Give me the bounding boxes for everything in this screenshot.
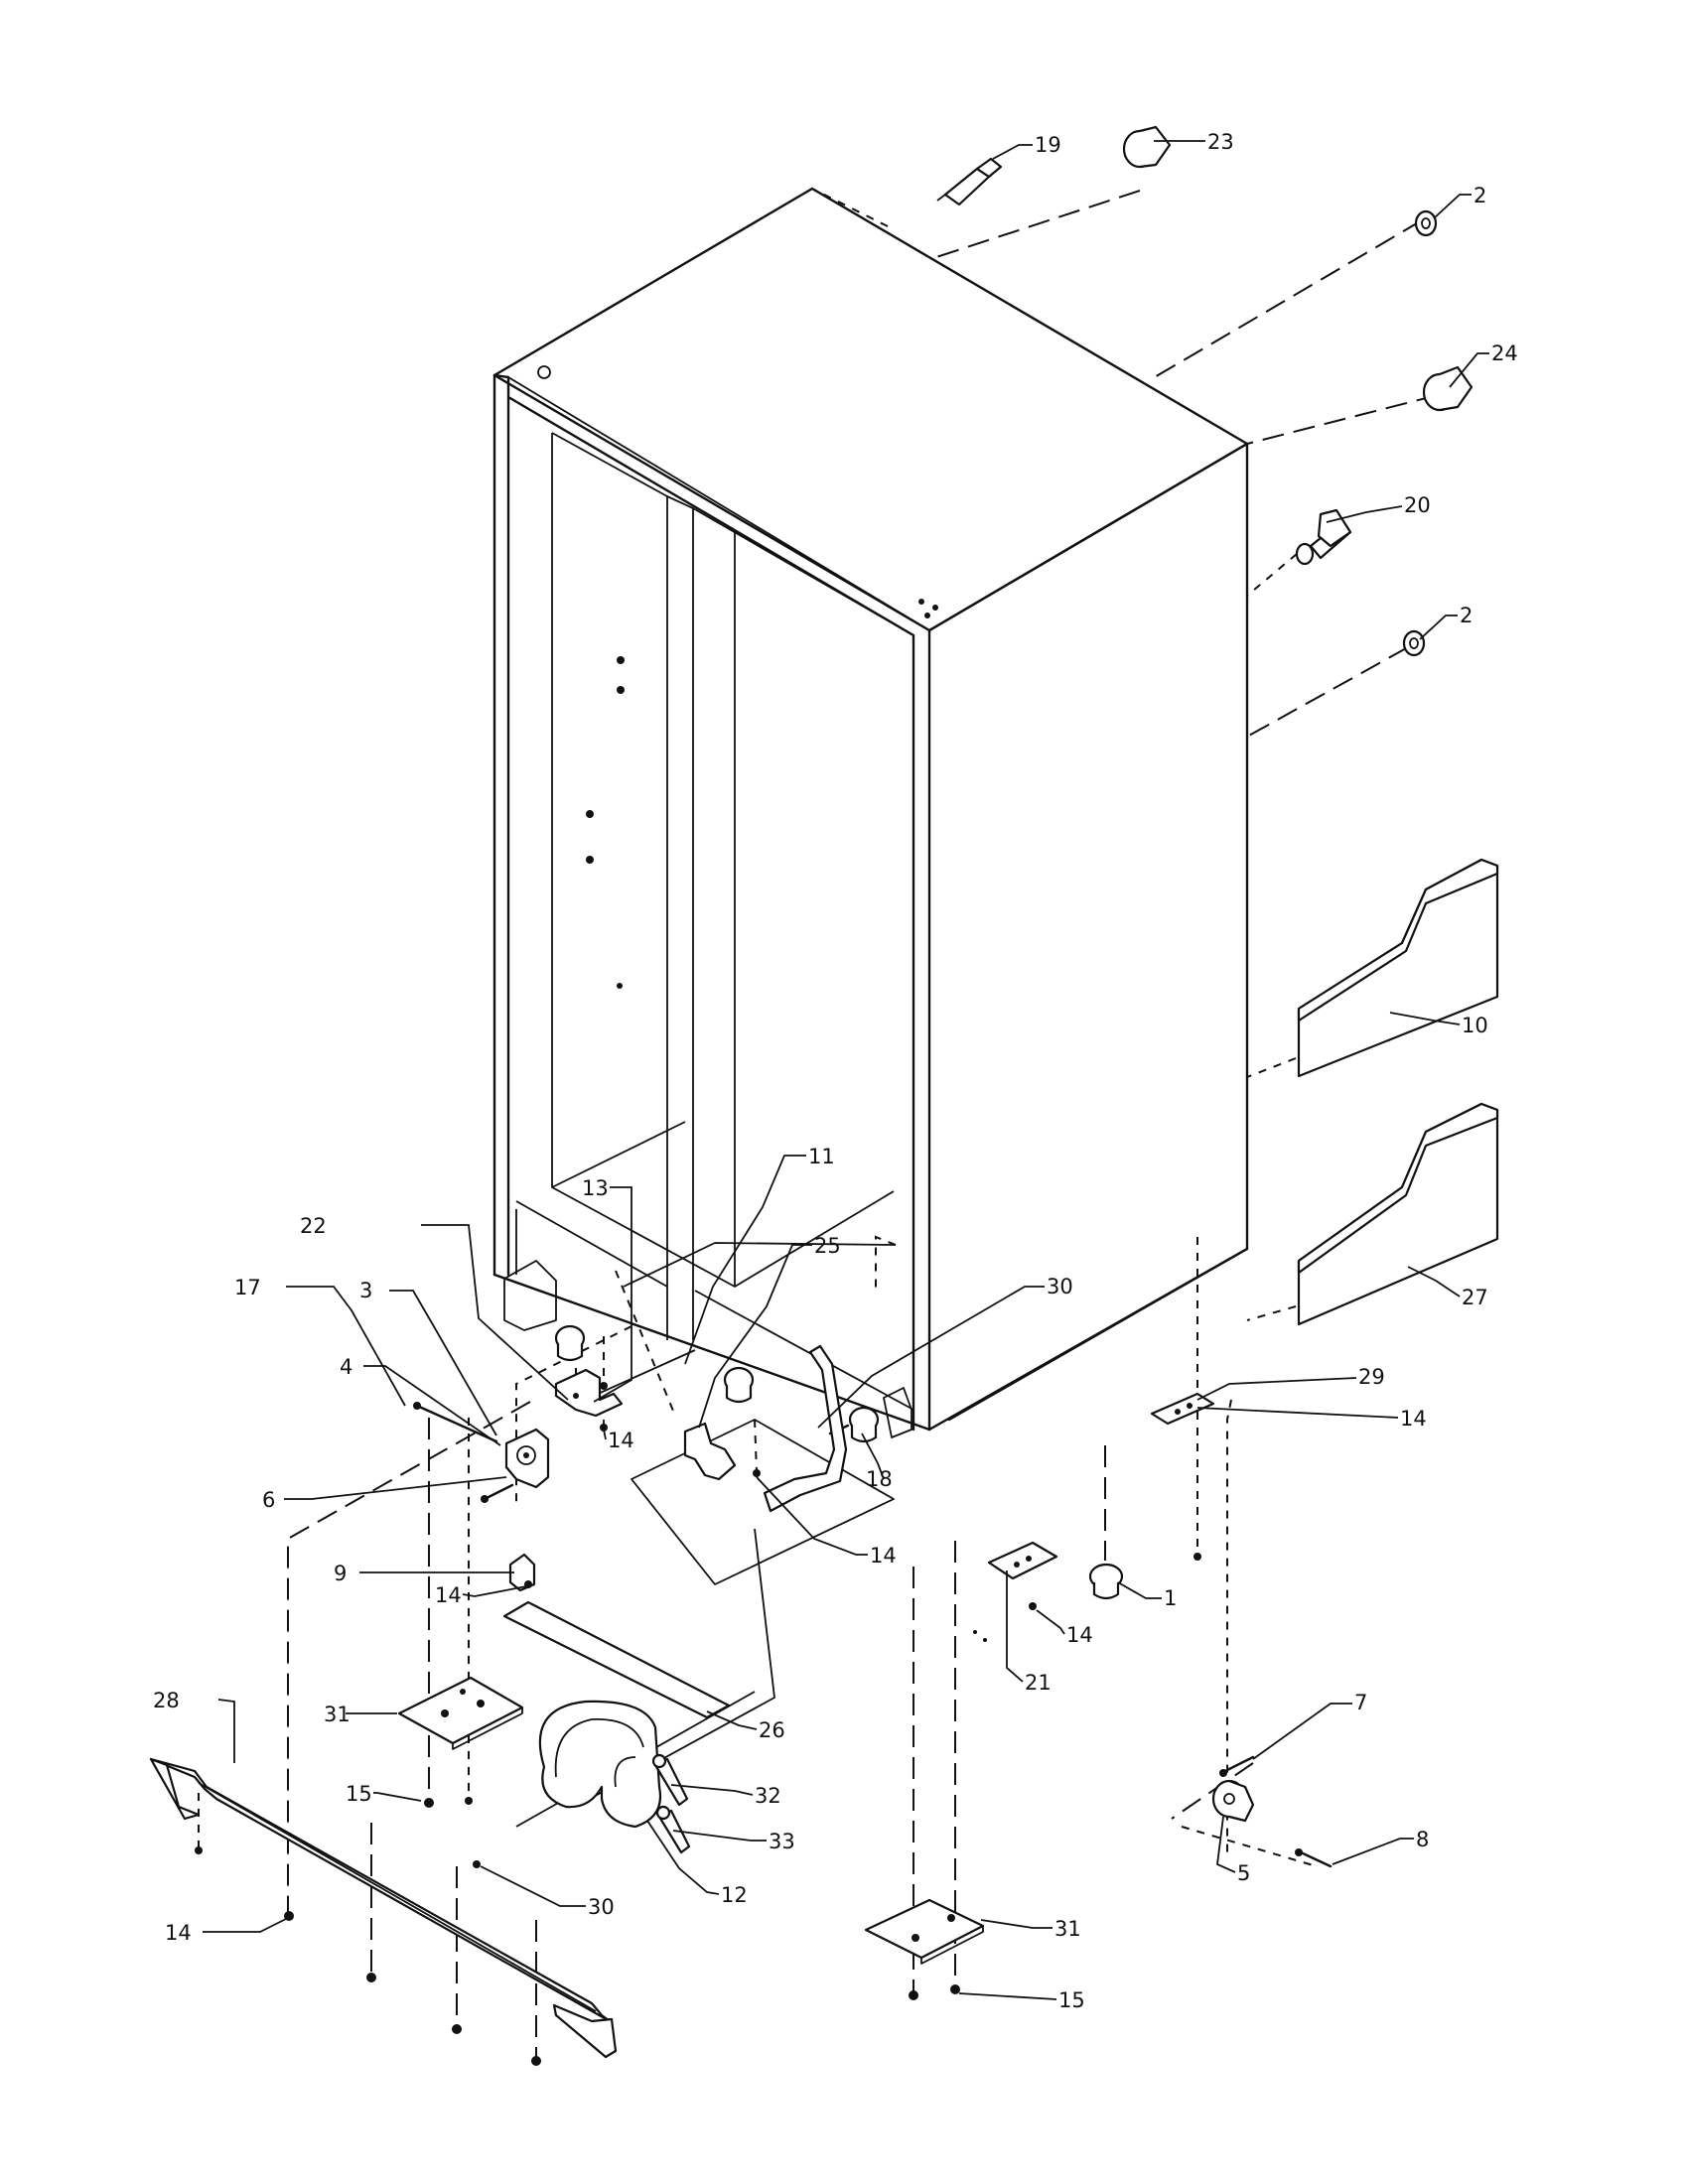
part-25-strip	[502, 1600, 731, 1719]
part-12-drain-tubes	[538, 1700, 662, 1829]
callout-22: 23	[1207, 130, 1234, 154]
callout-9: 9	[334, 1562, 347, 1585]
callout-1: 1	[1164, 1586, 1177, 1610]
callout-4: 4	[340, 1355, 352, 1379]
leader-lines	[203, 140, 1489, 2000]
callout-10: 10	[1462, 1014, 1488, 1037]
part-32-clamp	[651, 1753, 689, 1807]
callout-6: 6	[262, 1488, 275, 1512]
callout-7: 7	[1354, 1691, 1367, 1714]
part-6-lower-hinge	[504, 1428, 550, 1489]
callout-14-center: 14	[870, 1544, 897, 1568]
part-5-roller	[1211, 1779, 1255, 1823]
part-31-plate-left	[397, 1676, 524, 1750]
part-10-side-panel	[1297, 858, 1499, 1078]
part-23-cap	[1422, 365, 1474, 412]
callout-2-upper: 2	[1474, 184, 1486, 207]
part-2-grommet-lower	[1402, 629, 1426, 657]
part-leveler-center	[723, 1366, 755, 1404]
part-28-bracket	[1150, 1392, 1215, 1426]
part-17-screw	[413, 1402, 498, 1443]
callout-31-right: 31	[1054, 1917, 1081, 1941]
part-21-hinge-bracket	[554, 1368, 624, 1418]
part-22-cap	[1122, 125, 1172, 169]
callout-21: 22	[300, 1214, 327, 1238]
callout-32: 32	[755, 1784, 781, 1808]
callout-16: 18	[866, 1467, 893, 1491]
callout-3: 3	[359, 1279, 372, 1302]
part-leveler-left	[554, 1324, 586, 1362]
callout-18: 19	[1035, 133, 1061, 157]
fastener-dots	[284, 1382, 1201, 2066]
callout-14-right: 14	[1400, 1407, 1427, 1431]
part-24-bracket	[683, 1422, 737, 1481]
callout-11: 11	[808, 1145, 835, 1168]
callout-15-right: 15	[1058, 1988, 1085, 2012]
callout-14-mid-right: 14	[1066, 1623, 1093, 1647]
callout-24: 25	[814, 1234, 841, 1258]
callout-2-lower: 2	[1460, 604, 1473, 627]
callout-27: 28	[153, 1689, 180, 1712]
callout-30-visible: 30	[588, 1895, 615, 1919]
callout-5: 5	[1237, 1861, 1250, 1885]
callout-33: 33	[769, 1830, 795, 1853]
callout-31-left: 31	[324, 1703, 351, 1726]
callout-8: 8	[1416, 1828, 1429, 1851]
callout-labels: 19 23 2 24 20 2 10 27 29 14 1 14 21 7 8 …	[153, 130, 1518, 2012]
part-8-screw	[1295, 1848, 1333, 1868]
callout-25: 26	[759, 1718, 785, 1742]
callout-23: 24	[1491, 341, 1518, 365]
part-19-hinge-pin	[1295, 508, 1352, 566]
callout-20: 21	[1025, 1671, 1052, 1695]
part-31-plate-right	[864, 1898, 985, 1965]
callout-26: 27	[1462, 1286, 1488, 1309]
part-18-sensor	[936, 157, 1003, 206]
part-29-tube	[763, 1344, 848, 1513]
callout-17: 17	[234, 1276, 261, 1299]
part-2-grommet-upper	[1414, 209, 1438, 237]
callout-19: 20	[1404, 493, 1431, 517]
callout-15-left: 15	[346, 1782, 372, 1806]
part-7-screw	[1219, 1755, 1255, 1777]
callout-13: 13	[582, 1176, 609, 1200]
part-33-clamp	[655, 1805, 691, 1854]
callout-14-bottom-left: 14	[165, 1921, 192, 1945]
callout-29: 30	[1047, 1275, 1073, 1298]
callout-14-left: 14	[435, 1583, 462, 1607]
part-screw-6	[481, 1483, 514, 1503]
part-1-leveler	[1088, 1563, 1124, 1600]
part-20-bracket	[987, 1541, 1058, 1580]
refrigerator-cabinet	[492, 187, 1249, 1438]
part-26-side-panel	[1297, 1102, 1499, 1326]
callout-28: 29	[1358, 1365, 1385, 1389]
part-27-kickplate	[149, 1757, 618, 2059]
callout-14-left-center: 14	[608, 1429, 634, 1452]
callout-12: 12	[721, 1883, 748, 1907]
assembly-lines	[198, 188, 1439, 2059]
